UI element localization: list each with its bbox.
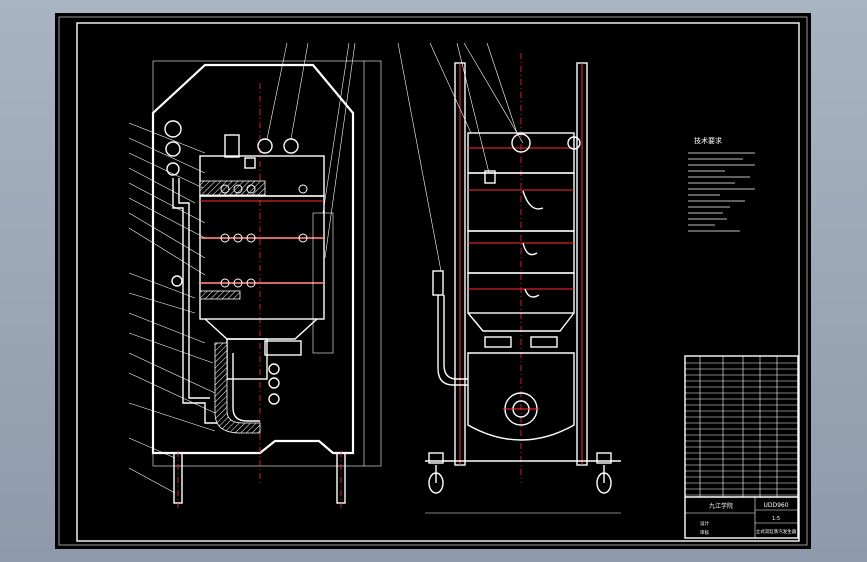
outer-frame — [58, 16, 808, 546]
title-block-scale: 1:5 — [772, 516, 780, 522]
title-block-designer: 设计 — [700, 520, 709, 527]
right-leader-lines — [397, 42, 524, 272]
tech-requirements: 技术要求 — [688, 136, 755, 232]
title-block-drawing-no: UDD960 — [763, 502, 788, 509]
title-block-school: 九江学院 — [709, 502, 733, 510]
tech-requirements-title: 技术要求 — [694, 136, 722, 145]
title-block-project: 立式双缸蒸汽发生器 — [756, 528, 797, 535]
title-block-checker: 审核 — [700, 529, 709, 536]
cad-drawing-sheet: 技术要求 九江学院 UDD960 1:5 立式双缸蒸汽发生器 设计 审核 — [55, 13, 811, 549]
left-leader-lines — [128, 42, 356, 494]
parts-list-table: 九江学院 UDD960 1:5 立式双缸蒸汽发生器 设计 审核 — [684, 355, 799, 539]
inner-frame — [76, 22, 800, 542]
side-view — [425, 53, 621, 514]
